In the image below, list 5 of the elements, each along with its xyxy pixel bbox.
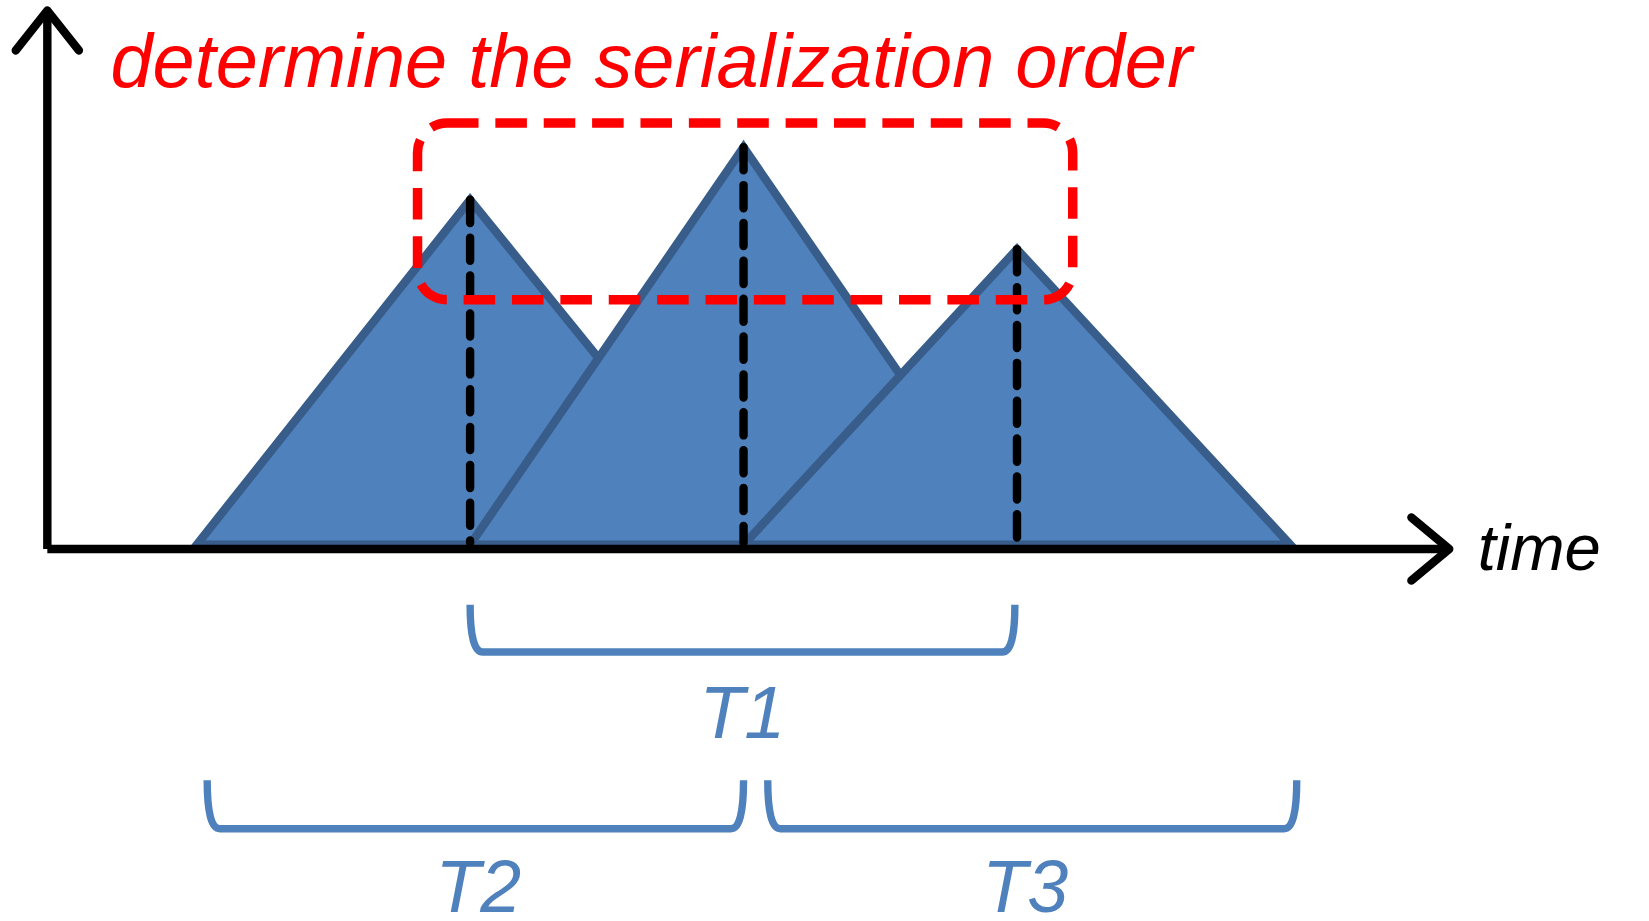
bracket-label: T3 <box>982 849 1069 921</box>
bracket-label: T1 <box>699 676 786 750</box>
bracket-label: T2 <box>435 849 522 921</box>
annotation-text: determine the serialization order <box>110 23 1193 99</box>
axis-label: time <box>1477 515 1601 581</box>
